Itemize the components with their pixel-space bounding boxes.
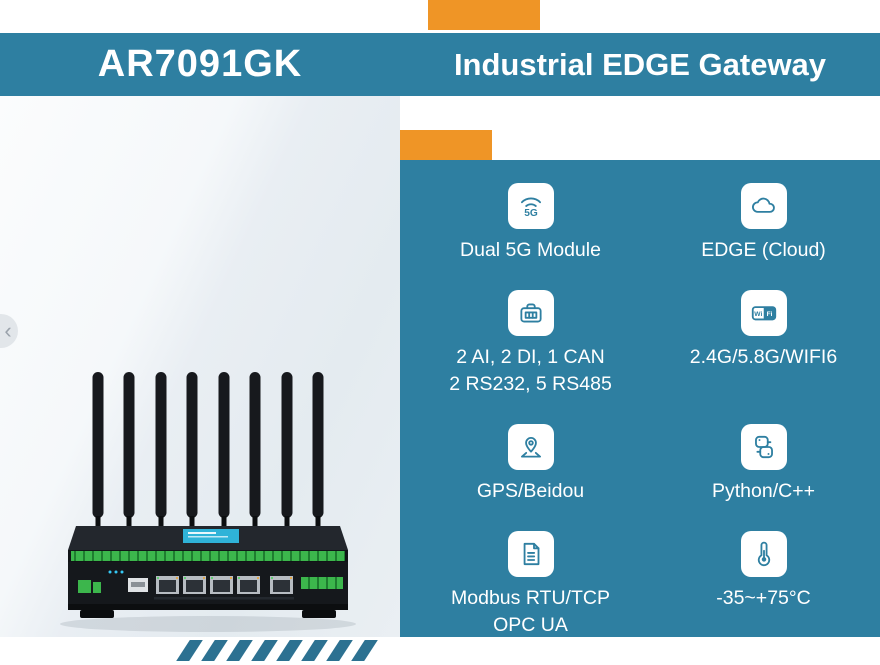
python-icon (740, 424, 787, 470)
stripe (326, 640, 353, 661)
carousel-prev-button[interactable]: ‹ (0, 314, 18, 348)
product-photo-area (0, 96, 400, 637)
header-band: AR7091GK Industrial EDGE Gateway (0, 33, 880, 96)
feature-panel: 5G Dual 5G Module EDGE (Cloud) (400, 160, 880, 637)
feature-dual-5g-module: 5G Dual 5G Module (414, 183, 647, 264)
document-icon (507, 531, 554, 577)
page-title: Industrial EDGE Gateway (453, 46, 827, 82)
antennas (92, 372, 324, 530)
feature-label: OPC UA (493, 614, 568, 636)
header-right: Industrial EDGE Gateway (400, 47, 880, 83)
feature-gps-beidou: GPS/Beidou (414, 424, 647, 505)
stripe (201, 640, 228, 661)
header-left: AR7091GK (0, 43, 400, 86)
orange-accent-mid (400, 130, 492, 160)
feature-label: EDGE (Cloud) (701, 239, 826, 261)
chevron-left-icon: ‹ (4, 318, 12, 343)
feature-python-cpp: Python/C++ (647, 424, 880, 505)
wifi-badge-icon: Wi Fi (740, 290, 787, 336)
stripe (226, 640, 253, 661)
feature-label: Modbus RTU/TCP (451, 587, 610, 609)
feature-label: -35~+75°C (716, 587, 811, 609)
feature-protocols: Modbus RTU/TCP OPC UA (414, 531, 647, 637)
feature-label: 2 RS232, 5 RS485 (449, 373, 612, 395)
stripe (176, 640, 203, 661)
svg-text:Wi: Wi (754, 311, 762, 318)
feature-label: GPS/Beidou (476, 480, 585, 502)
feature-edge-cloud: EDGE (Cloud) (647, 183, 880, 264)
ethernet-ports (156, 576, 293, 594)
svg-text:5G: 5G (524, 208, 538, 219)
gateway-device-illustration (60, 372, 356, 632)
cloud-icon (740, 183, 787, 229)
diagonal-stripes (176, 640, 378, 661)
gps-pin-icon (507, 424, 554, 470)
5g-signal-icon: 5G (507, 183, 554, 229)
feature-label: Dual 5G Module (460, 239, 601, 261)
feature-label: 2.4G/5.8G/WIFI6 (689, 346, 838, 368)
feature-wifi: Wi Fi 2.4G/5.8G/WIFI6 (647, 290, 880, 398)
stripe (276, 640, 303, 661)
stripe (351, 640, 378, 661)
feature-label: 2 AI, 2 DI, 1 CAN (456, 346, 605, 368)
stripe (301, 640, 328, 661)
stripe (251, 640, 278, 661)
orange-accent-top (428, 0, 540, 30)
feature-io-interfaces: 2 AI, 2 DI, 1 CAN 2 RS232, 5 RS485 (414, 290, 647, 398)
thermometer-icon (740, 531, 787, 577)
feature-label: Python/C++ (712, 480, 815, 502)
feature-temperature-range: -35~+75°C (647, 531, 880, 637)
svg-text:Fi: Fi (766, 311, 772, 318)
product-photo (58, 358, 358, 638)
footer-strip (0, 637, 880, 665)
model-number: AR7091GK (97, 43, 303, 85)
io-ports-icon (507, 290, 554, 336)
